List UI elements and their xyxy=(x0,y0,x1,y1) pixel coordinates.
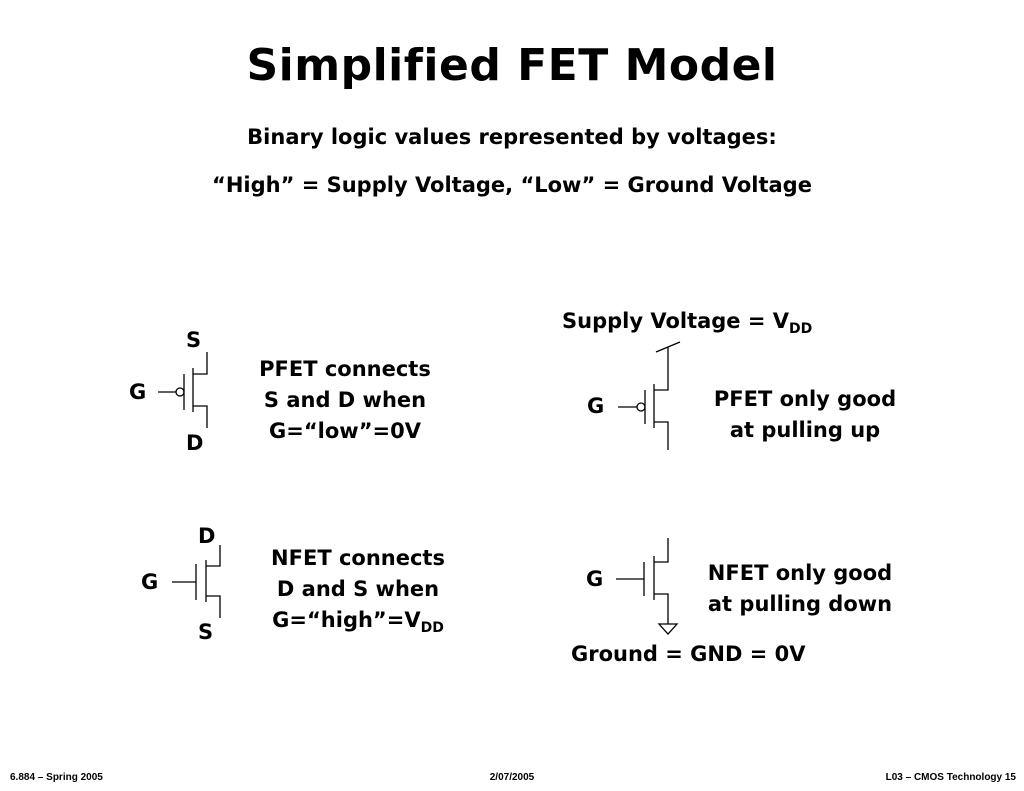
nfet-right-description: NFET only good at pulling down xyxy=(690,558,910,620)
supply-voltage-label: Supply Voltage = VDD xyxy=(562,309,812,336)
nfet-right-symbol xyxy=(616,538,679,635)
nfet-left-desc-line-2: D and S when xyxy=(276,577,440,601)
nfet-left-drain-wire xyxy=(206,545,221,567)
nfet-left-desc-line-1: NFET connects xyxy=(271,546,445,570)
supply-voltage-sub: DD xyxy=(789,321,813,337)
nfet-left-symbol xyxy=(172,545,221,618)
nfet-left-desc-line-3-text: G=“high”=V xyxy=(272,608,421,632)
ground-symbol xyxy=(657,623,679,635)
slide-title: Simplified FET Model xyxy=(246,40,778,91)
nfet-right-desc-line-2: at pulling down xyxy=(707,592,893,616)
pfet-right-source-wire xyxy=(654,347,669,391)
supply-voltage-text: Supply Voltage = V xyxy=(562,309,790,333)
pfet-right-desc-line-2: at pulling up xyxy=(729,418,881,442)
pfet-left-gate-bubble xyxy=(175,387,185,397)
subtitle-line-1: Binary logic values represented by volta… xyxy=(247,125,777,149)
nfet-right-gate-label: G xyxy=(586,567,604,591)
footer-slide-info: L03 – CMOS Technology 15 xyxy=(885,772,1016,783)
subtitle-line-2: “High” = Supply Voltage, “Low” = Ground … xyxy=(212,173,812,197)
nfet-left-source-wire xyxy=(206,595,221,618)
nfet-left-desc-line-3-sub: DD xyxy=(420,620,444,636)
pfet-right-drain-wire xyxy=(654,421,669,450)
nfet-right-desc-line-1: NFET only good xyxy=(707,561,893,585)
pfet-left-desc-line-3: G=“low”=0V xyxy=(269,419,421,443)
pfet-left-gate-label: G xyxy=(129,380,147,404)
footer-date: 2/07/2005 xyxy=(489,772,535,783)
pfet-right-description: PFET only good at pulling up xyxy=(695,384,915,446)
pfet-right-gate-label: G xyxy=(587,394,605,418)
pfet-right-gate-bubble xyxy=(636,402,646,412)
nfet-left-description: NFET connects D and S when G=“high”=VDD xyxy=(243,543,473,636)
nfet-left-source-label: S xyxy=(198,620,214,644)
pfet-right-symbol xyxy=(618,341,681,450)
pfet-left-symbol xyxy=(158,352,208,428)
pfet-right-desc-line-1: PFET only good xyxy=(713,387,897,411)
pfet-left-source-wire xyxy=(193,352,208,375)
nfet-left-desc-line-3: G=“high”=VDD xyxy=(243,605,473,636)
nfet-left-drain-label: D xyxy=(198,524,216,548)
nfet-right-source-wire xyxy=(654,593,669,624)
nfet-left-gate-label: G xyxy=(141,570,159,594)
pfet-left-description: PFET connects S and D when G=“low”=0V xyxy=(235,354,455,447)
pfet-left-drain-wire xyxy=(193,405,208,428)
pfet-left-drain-label: D xyxy=(186,431,204,455)
nfet-right-drain-wire xyxy=(654,538,669,563)
pfet-left-desc-line-2: S and D when xyxy=(263,388,427,412)
pfet-left-source-label: S xyxy=(186,328,202,352)
footer-course: 6.884 – Spring 2005 xyxy=(10,772,103,783)
ground-label: Ground = GND = 0V xyxy=(571,642,806,666)
pfet-left-desc-line-1: PFET connects xyxy=(259,357,431,381)
